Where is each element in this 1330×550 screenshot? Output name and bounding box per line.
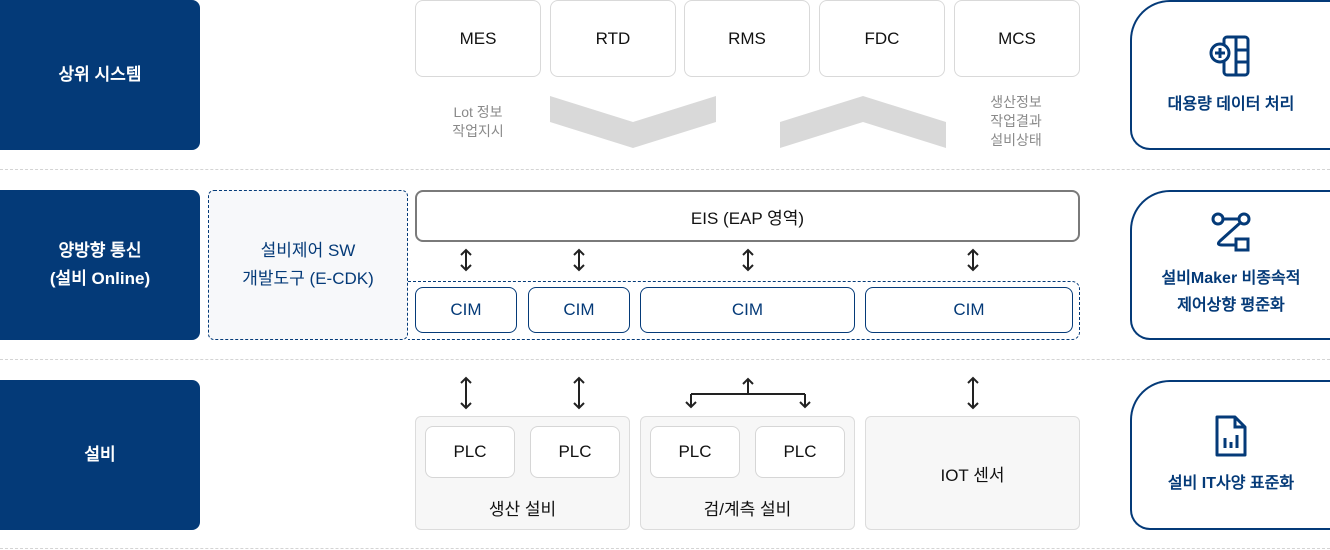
system-label: MCS: [998, 28, 1036, 48]
bidirectional-arrow-icon: [460, 376, 472, 410]
eis-text: EIS (EAP 영역): [690, 208, 805, 228]
downflow-note: Lot 정보 작업지시: [452, 104, 504, 139]
plc-box: PLC: [530, 426, 620, 478]
branch-arrow-icon: [685, 377, 811, 409]
plc-label: PLC: [558, 442, 592, 461]
inspection-equipment-label: 검/계측 설비: [703, 500, 792, 519]
report-chart-icon: [1215, 415, 1247, 456]
upper-system-text: 상위 시스템: [58, 65, 142, 84]
bidirectional-arrow-icon: [573, 248, 585, 272]
ecdk-box: 설비제어 SW 개발도구 (E-CDK): [208, 190, 408, 340]
system-label: RTD: [595, 28, 631, 48]
production-equipment-label: 생산 설비: [488, 500, 557, 519]
workflow-icon: [1211, 212, 1251, 252]
down-chevron-icon: [550, 96, 716, 148]
cim-group-outline: [408, 281, 1080, 340]
plc-label: PLC: [678, 442, 712, 461]
right-panel-maker: 설비Maker 비종속적 제어상향 평준화: [1130, 190, 1330, 340]
equipment-text: 설비: [84, 445, 116, 464]
row-separator: [0, 548, 1330, 549]
system-box-rtd: RTD: [550, 0, 676, 77]
cim-box: CIM: [528, 287, 630, 333]
system-label: FDC: [864, 28, 900, 48]
plc-label: PLC: [453, 442, 487, 461]
plc-box: PLC: [755, 426, 845, 478]
database-plus-icon: [1209, 35, 1250, 76]
bidirectional-arrow-icon: [573, 376, 585, 410]
system-box-mes: MES: [415, 0, 541, 77]
row-separator: [0, 169, 1330, 170]
right-panel-big-data: 대용량 데이터 처리: [1130, 0, 1330, 150]
system-box-mcs: MCS: [954, 0, 1080, 77]
system-label: RMS: [728, 28, 766, 48]
plc-box: PLC: [650, 426, 740, 478]
bidirectional-arrow-icon: [460, 248, 472, 272]
upper-system-label: 상위 시스템: [0, 0, 200, 150]
plc-label: PLC: [783, 442, 817, 461]
ecdk-text: 설비제어 SW 개발도구 (E-CDK): [242, 241, 374, 288]
cim-box: CIM: [640, 287, 855, 333]
cim-label: CIM: [953, 300, 985, 319]
equipment-label: 설비: [0, 380, 200, 530]
upflow-note: 생산정보 작업결과 설비상태: [990, 94, 1042, 148]
bidirectional-arrow-icon: [967, 248, 979, 272]
iot-sensor-label: IOT 센서: [940, 465, 1005, 485]
system-label: MES: [459, 28, 497, 48]
bidirectional-arrow-icon: [967, 376, 979, 410]
system-box-fdc: FDC: [819, 0, 945, 77]
up-chevron-icon: [780, 96, 946, 148]
cim-label: CIM: [450, 300, 482, 319]
cim-label: CIM: [563, 300, 595, 319]
comm-text: 양방향 통신 (설비 Online): [49, 241, 151, 288]
right-panel-it-spec: 설비 IT사양 표준화: [1130, 380, 1330, 530]
cim-label: CIM: [731, 300, 764, 319]
cim-box: CIM: [865, 287, 1073, 333]
system-box-rms: RMS: [684, 0, 810, 77]
row-separator: [0, 359, 1330, 360]
eis-box: EIS (EAP 영역): [415, 190, 1080, 242]
maker-label: 설비Maker 비종속적 제어상향 평준화: [1161, 270, 1301, 314]
it-spec-label: 설비 IT사양 표준화: [1167, 474, 1295, 492]
plc-box: PLC: [425, 426, 515, 478]
big-data-label: 대용량 데이터 처리: [1167, 95, 1295, 113]
bidirectional-arrow-icon: [742, 248, 754, 272]
iot-sensor-box: IOT 센서: [865, 416, 1080, 530]
comm-label: 양방향 통신 (설비 Online): [0, 190, 200, 340]
cim-box: CIM: [415, 287, 517, 333]
